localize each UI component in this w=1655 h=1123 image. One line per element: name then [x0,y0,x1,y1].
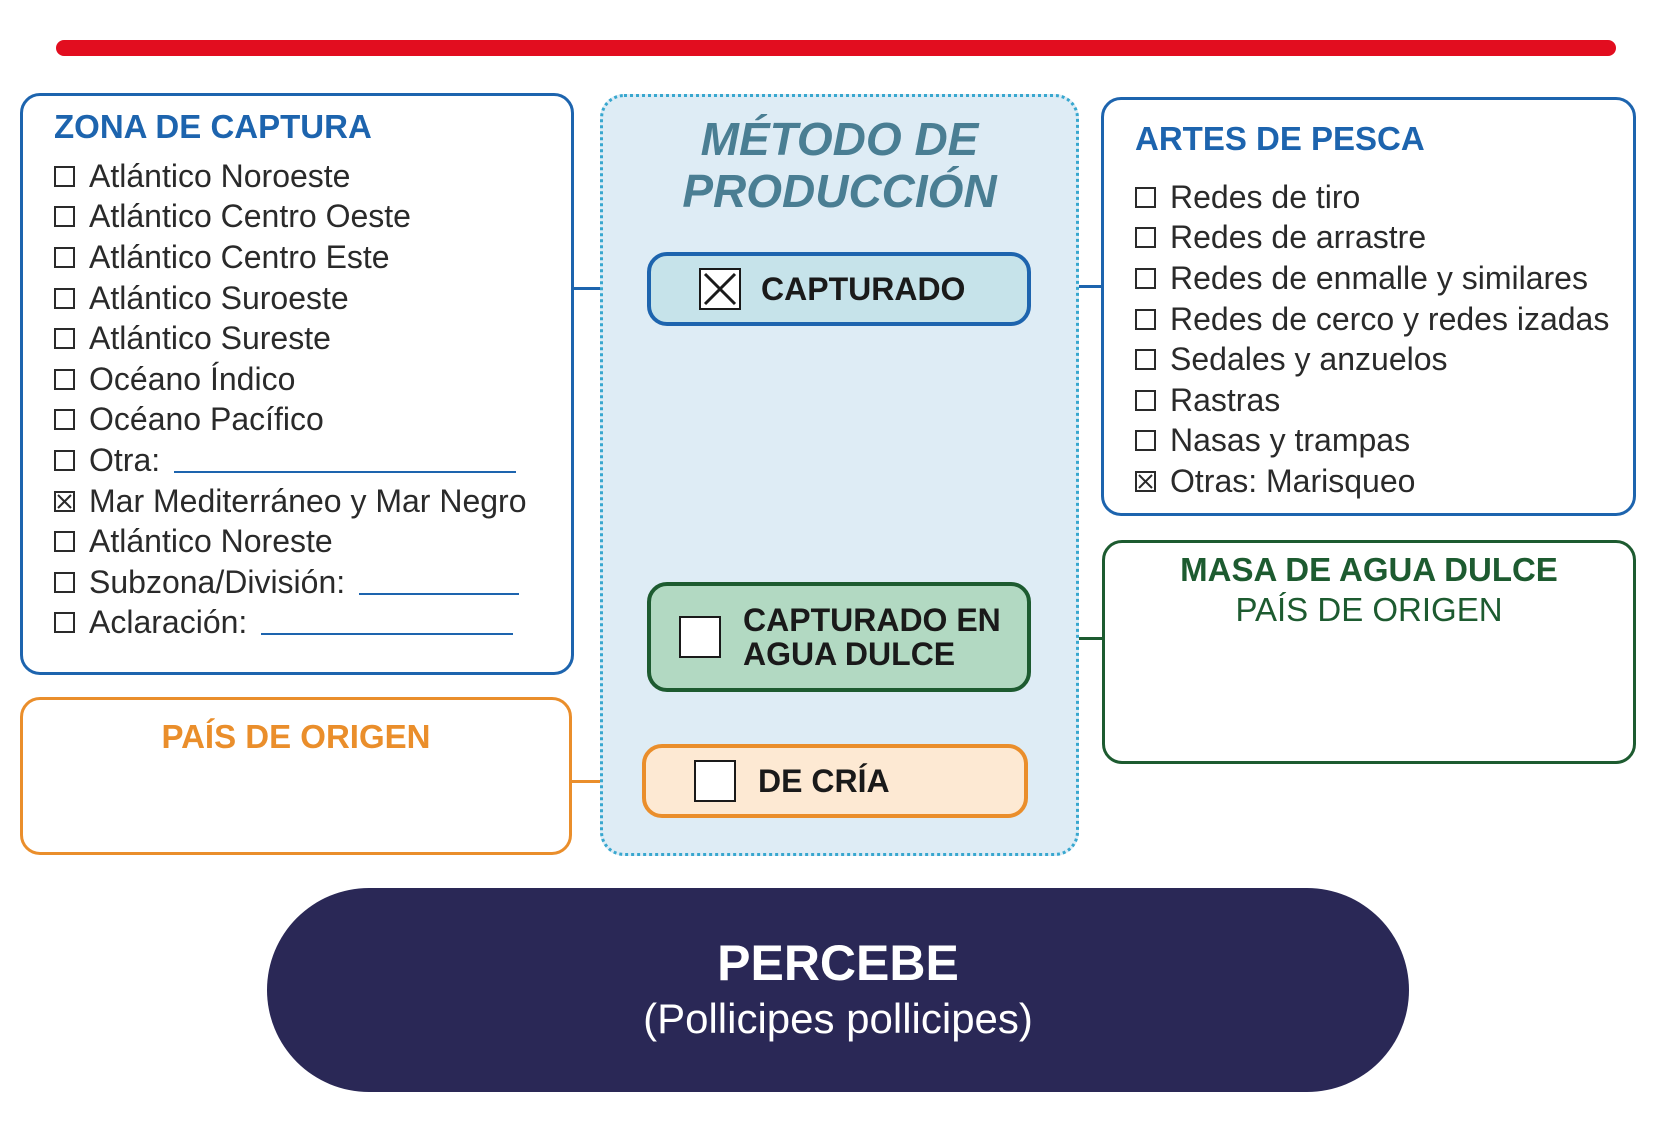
zona-option-label: Océano Índico [89,360,296,397]
zona-option[interactable]: Atlántico Centro Este [54,237,526,278]
capturado-label: CAPTURADO [761,271,966,307]
de-cria-checkbox[interactable] [694,760,736,802]
species-banner: PERCEBE (Pollicipes pollicipes) [267,888,1409,1092]
masa-agua-dulce-panel: MASA DE AGUA DULCE PAÍS DE ORIGEN [1102,540,1636,764]
checkbox[interactable] [1135,308,1156,330]
artes-option[interactable]: Nasas y trampas [1135,421,1609,462]
x-mark-icon [1138,474,1153,489]
artes-option-label: Nasas y trampas [1170,422,1411,459]
artes-option-label: Rastras [1170,381,1281,418]
fill-in-line[interactable] [359,592,520,595]
checkbox[interactable] [1135,349,1156,371]
pais-origen-title: PAÍS DE ORIGEN [161,718,431,755]
artes-option[interactable]: Redes de arrastre [1135,218,1609,259]
checkbox[interactable] [54,449,75,471]
checkbox[interactable] [54,368,75,390]
de-cria-option[interactable]: DE CRÍA [642,744,1028,818]
artes-option[interactable]: Sedales y anzuelos [1135,339,1609,380]
masa-pais-origen-subtitle: PAÍS DE ORIGEN [1235,591,1503,628]
zona-option[interactable]: Atlántico Sureste [54,318,526,359]
de-cria-label: DE CRÍA [758,763,890,799]
artes-option-label: Redes de cerco y redes izadas [1170,300,1610,337]
zona-option[interactable]: Océano Pacífico [54,400,526,441]
zona-option-label: Atlántico Sureste [89,320,331,357]
artes-option[interactable]: Redes de cerco y redes izadas [1135,299,1609,340]
zona-option-label: Océano Pacífico [89,401,324,438]
metodo-produccion-title: MÉTODO DE PRODUCCIÓN [603,113,1076,217]
checkbox[interactable] [54,246,75,268]
checkbox[interactable] [54,409,75,431]
species-scientific-name: (Pollicipes pollicipes) [643,995,1033,1042]
metodo-produccion-panel: MÉTODO DE PRODUCCIÓN [600,94,1079,856]
checkbox[interactable] [1135,389,1156,411]
zona-option[interactable]: Océano Índico [54,359,526,400]
zona-option[interactable]: Otra: [54,440,526,481]
artes-option-label: Redes de arrastre [1170,219,1427,256]
metodo-title-line1: MÉTODO DE [700,113,979,165]
checkbox[interactable] [54,571,75,593]
capturado-option[interactable]: CAPTURADO [647,252,1031,326]
zona-option-label: Aclaración: [89,604,248,641]
x-mark-icon [57,493,72,509]
metodo-title-line2: PRODUCCIÓN [682,165,997,217]
checkbox[interactable] [1135,186,1156,208]
agua-dulce-option[interactable]: CAPTURADO EN AGUA DULCE [647,582,1031,692]
agua-dulce-checkbox[interactable] [679,616,721,658]
artes-option[interactable]: Redes de tiro [1135,177,1609,218]
checkbox[interactable] [54,531,75,553]
artes-option-label: Sedales y anzuelos [1170,341,1448,378]
zona-option-label: Subzona/División: [89,563,346,600]
zona-option-label: Otra: [89,441,161,478]
pais-origen-panel: PAÍS DE ORIGEN [20,697,572,855]
zona-option-label: Atlántico Noreste [89,523,333,560]
checkbox[interactable] [1135,227,1156,249]
artes-option-label: Redes de enmalle y similares [1170,259,1588,296]
checkbox[interactable] [54,328,75,350]
zona-option[interactable]: Atlántico Noroeste [54,156,526,197]
checkbox[interactable] [1135,267,1156,289]
zona-option-label: Atlántico Suroeste [89,279,349,316]
checkbox[interactable] [54,165,75,187]
zona-option[interactable]: Subzona/División: [54,562,526,603]
checkbox[interactable] [54,287,75,309]
artes-option[interactable]: Redes de enmalle y similares [1135,258,1609,299]
checkbox[interactable] [54,612,75,634]
artes-option[interactable]: Rastras [1135,380,1609,421]
zona-option-label: Mar Mediterráneo y Mar Negro [89,482,527,519]
checkbox[interactable] [54,490,75,512]
zona-captura-title: ZONA DE CAPTURA [54,108,372,145]
fill-in-line[interactable] [261,633,514,636]
zona-option[interactable]: Aclaración: [54,603,526,644]
zona-option[interactable]: Atlántico Centro Oeste [54,197,526,238]
zona-option-label: Atlántico Centro Oeste [89,198,411,235]
fill-in-line[interactable] [174,470,517,473]
checkbox[interactable] [1135,470,1156,492]
zona-option[interactable]: Atlántico Suroeste [54,278,526,319]
x-mark-icon [703,272,737,306]
artes-option-label: Otras: Marisqueo [1170,462,1416,499]
capturado-checkbox[interactable] [699,268,741,310]
artes-option-label: Redes de tiro [1170,178,1361,215]
species-name: PERCEBE [717,935,959,991]
artes-option[interactable]: Otras: Marisqueo [1135,461,1609,502]
agua-dulce-label: CAPTURADO EN AGUA DULCE [743,602,1001,672]
checkbox[interactable] [1135,430,1156,452]
masa-agua-dulce-title: MASA DE AGUA DULCE [1180,551,1558,588]
top-red-bar [56,40,1616,56]
zona-option[interactable]: Atlántico Noreste [54,521,526,562]
zona-option-label: Atlántico Centro Este [89,238,390,275]
artes-pesca-title: ARTES DE PESCA [1135,120,1425,157]
checkbox[interactable] [54,206,75,228]
zona-option-label: Atlántico Noroeste [89,157,351,194]
zona-option[interactable]: Mar Mediterráneo y Mar Negro [54,481,526,522]
